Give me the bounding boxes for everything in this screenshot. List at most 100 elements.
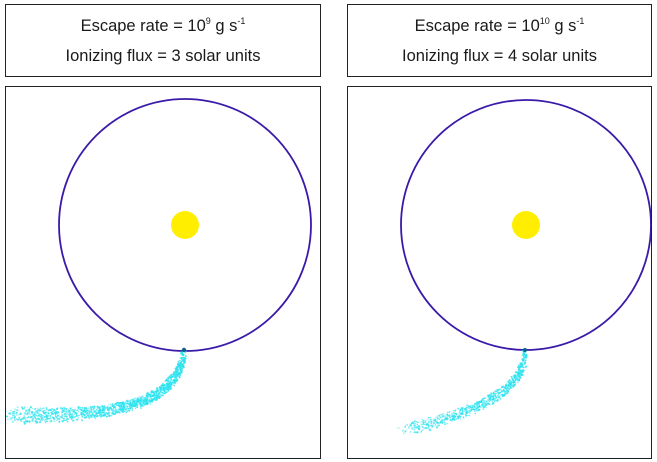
gas-particle [23, 406, 26, 409]
gas-particle [40, 420, 42, 422]
gas-particle [516, 366, 519, 369]
gas-particle [93, 416, 95, 418]
gas-particle [420, 430, 423, 432]
gas-particle [404, 430, 407, 433]
gas-particle [466, 411, 468, 413]
gas-particle [136, 403, 138, 406]
gas-particle [446, 423, 448, 425]
gas-particle [474, 402, 477, 405]
gas-particle [511, 377, 513, 379]
gas-particle [78, 414, 81, 417]
gas-particle [427, 426, 430, 429]
gas-particle [459, 418, 461, 420]
gas-particle [494, 394, 497, 397]
gas-particle [69, 414, 71, 417]
gas-particle [96, 405, 99, 408]
gas-particle [501, 390, 503, 393]
gas-particle [520, 373, 522, 376]
gas-particle [10, 418, 12, 420]
gas-particle [490, 392, 493, 395]
gas-particle [128, 400, 130, 402]
gas-particle [525, 365, 528, 368]
gas-particle [86, 414, 88, 416]
gas-particle [144, 397, 146, 399]
gas-particle [60, 416, 62, 418]
gas-particle [517, 368, 520, 371]
gas-particle [432, 420, 435, 422]
gas-particle [408, 427, 410, 429]
gas-particle [130, 405, 133, 408]
planet-icon [181, 347, 187, 353]
gas-particle [98, 409, 101, 412]
gas-particle [414, 426, 416, 429]
gas-particle [422, 423, 424, 425]
gas-particle [80, 414, 83, 416]
gas-particle [131, 403, 134, 406]
gas-particle [506, 392, 509, 395]
gas-particle [44, 409, 46, 412]
gas-particle [176, 379, 179, 381]
gas-particle [158, 389, 160, 391]
gas-particle [109, 406, 112, 408]
gas-particle [505, 385, 507, 388]
gas-particle [512, 378, 514, 381]
gas-particle [484, 404, 487, 407]
gas-particle [502, 388, 505, 391]
gas-particle [112, 413, 115, 416]
gas-particle [40, 410, 42, 412]
gas-particle [90, 411, 93, 414]
gas-particle [46, 408, 48, 411]
gas-particle [45, 407, 48, 409]
gas-particle [165, 383, 168, 385]
gas-particle [88, 417, 91, 420]
gas-particle [520, 377, 522, 379]
gas-particle [441, 415, 444, 418]
gas-particle [429, 421, 431, 423]
gas-particle [178, 376, 181, 379]
gas-particle [94, 415, 96, 417]
gas-particle [38, 409, 41, 412]
gas-particle [116, 411, 119, 413]
gas-particle [411, 422, 414, 425]
gas-particle [180, 371, 183, 373]
gas-particle [128, 403, 131, 406]
gas-particle [119, 408, 121, 410]
gas-particle [495, 390, 498, 393]
gas-particle [172, 373, 174, 375]
gas-particle [32, 416, 34, 418]
gas-particle [38, 421, 42, 424]
gas-particle [128, 407, 130, 410]
gas-particle [137, 400, 140, 403]
gas-particle [420, 423, 422, 425]
panel-2-label-box: Escape rate = 1010 g s-1 Ionizing flux =… [347, 4, 652, 77]
gas-particle [153, 390, 156, 393]
gas-particle [499, 391, 502, 394]
gas-particle [518, 367, 521, 369]
gas-particle [49, 415, 51, 418]
gas-particle [180, 369, 184, 372]
gas-particle [479, 406, 481, 408]
gas-particle [16, 408, 19, 412]
gas-particle [158, 397, 161, 399]
gas-particle [480, 400, 482, 403]
gas-particle [161, 389, 164, 391]
gas-particle [521, 369, 523, 372]
gas-particle [485, 397, 487, 399]
gas-particle [24, 421, 27, 423]
gas-particle [125, 402, 127, 404]
gas-particle [429, 429, 432, 432]
gas-particle [29, 406, 32, 409]
gas-particle [420, 431, 422, 433]
gas-particle [97, 412, 100, 414]
gas-particle [177, 360, 180, 363]
gas-particle [34, 417, 37, 419]
gas-particle [498, 396, 501, 399]
gas-particle [160, 384, 163, 387]
gas-particle [53, 420, 56, 422]
gas-particle [47, 412, 50, 414]
gas-particle [81, 413, 83, 415]
gas-particle [478, 403, 481, 405]
gas-particle [11, 416, 14, 419]
gas-particle [100, 412, 102, 415]
gas-particle [29, 413, 31, 416]
